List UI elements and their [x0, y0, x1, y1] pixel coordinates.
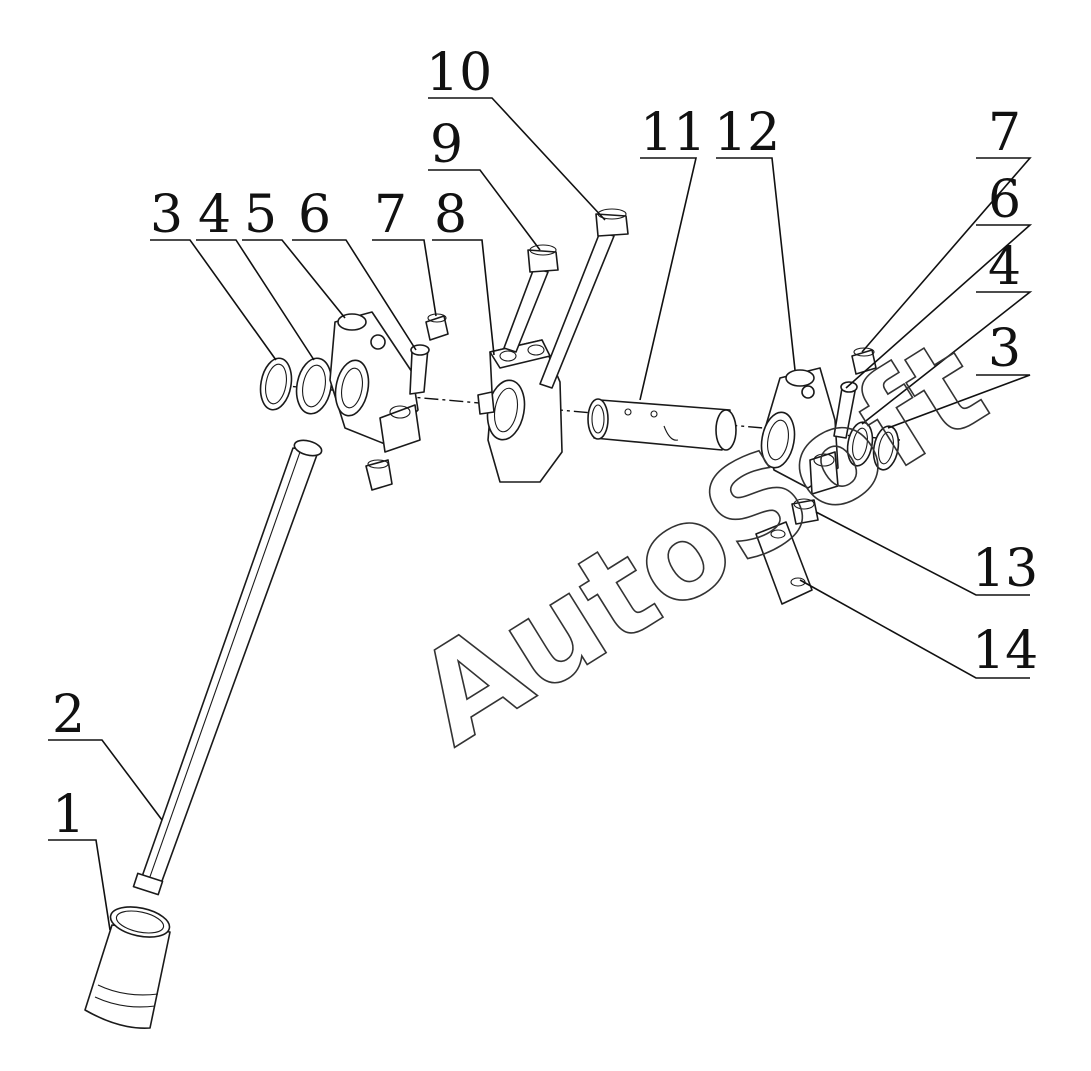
callout-8: 8 [434, 185, 467, 245]
circlip-left [259, 357, 293, 411]
callout-13: 13 [972, 539, 1038, 599]
valve-bridge [755, 521, 813, 605]
tappet-part [84, 906, 171, 1029]
callout-1: 1 [52, 785, 85, 845]
callout-3-right: 3 [988, 319, 1021, 379]
callout-10: 10 [426, 43, 492, 103]
push-rod-part [132, 439, 323, 896]
callout-12: 12 [714, 103, 780, 163]
support-bolt-long [539, 208, 629, 389]
support-bolt-short [503, 244, 559, 353]
watermark-text: AutoSoft [391, 310, 1010, 774]
callout-3-left: 3 [150, 185, 183, 245]
rocker-shaft [587, 398, 737, 451]
callout-numbers: 10 9 11 12 7 3 4 5 6 7 8 6 4 3 13 14 2 1 [52, 43, 1038, 845]
callout-14: 14 [972, 621, 1038, 681]
lock-nut-right [851, 349, 877, 375]
leader-lines [48, 97, 1033, 931]
lock-nut-left [425, 315, 449, 341]
callout-4-right: 4 [988, 237, 1021, 297]
callout-6-right: 6 [988, 170, 1021, 230]
callout-7-left: 7 [374, 185, 407, 245]
callout-9: 9 [430, 115, 463, 175]
callout-6-left: 6 [298, 185, 331, 245]
callout-2: 2 [52, 685, 85, 745]
rocker-arm-right [760, 367, 839, 495]
rocker-arm-left [329, 311, 421, 453]
callout-4-left: 4 [198, 185, 231, 245]
washer-left [295, 357, 333, 415]
callout-5: 5 [244, 185, 277, 245]
callout-11: 11 [640, 103, 706, 163]
callout-7-right: 7 [988, 103, 1021, 163]
lock-nut-13 [791, 499, 819, 525]
